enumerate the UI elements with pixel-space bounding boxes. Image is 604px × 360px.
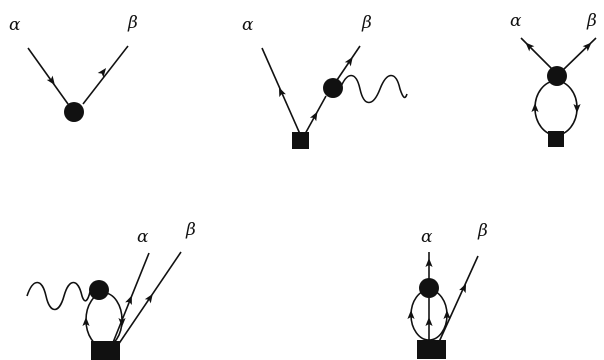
source-vertex-square: [91, 341, 120, 360]
arrow-icon: [275, 85, 286, 98]
fermion-line-beta: [336, 45, 361, 81]
loop: [534, 80, 578, 136]
source-vertex-square: [548, 131, 564, 147]
vertex-blob: [64, 102, 84, 122]
label-alpha: α: [510, 11, 522, 31]
label-beta: β: [361, 13, 372, 33]
arrow-icon: [459, 281, 470, 294]
vertex-blob: [89, 280, 109, 300]
diagram-4: α β: [26, 220, 196, 360]
label-beta: β: [586, 11, 597, 31]
source-vertex-square: [292, 132, 309, 149]
label-alpha: α: [242, 15, 254, 35]
vertex-blob: [547, 66, 567, 86]
label-alpha: α: [9, 15, 21, 35]
arrow-icon: [144, 291, 156, 304]
label-alpha: α: [421, 227, 433, 247]
diagram-3: α β: [510, 11, 597, 147]
diagram-2: α β: [242, 13, 408, 149]
diagram-1: α β: [9, 13, 138, 122]
arrow-icon: [125, 294, 136, 306]
source-vertex-square: [417, 340, 446, 359]
photon-line: [339, 74, 408, 104]
vertex-blob: [323, 78, 343, 98]
label-beta: β: [127, 13, 138, 33]
loop: [85, 292, 123, 348]
fermion-line-alpha: [27, 47, 69, 105]
photon-line: [26, 281, 91, 311]
fermion-line-beta: [438, 255, 479, 343]
label-beta: β: [477, 221, 488, 241]
label-beta: β: [185, 220, 196, 240]
arrow-icon: [309, 109, 321, 122]
fermion-line-beta: [82, 45, 129, 105]
arrow-icon: [344, 54, 356, 67]
diagram-5: α β: [407, 221, 488, 359]
vertex-blob: [419, 278, 439, 298]
label-alpha: α: [137, 227, 149, 247]
